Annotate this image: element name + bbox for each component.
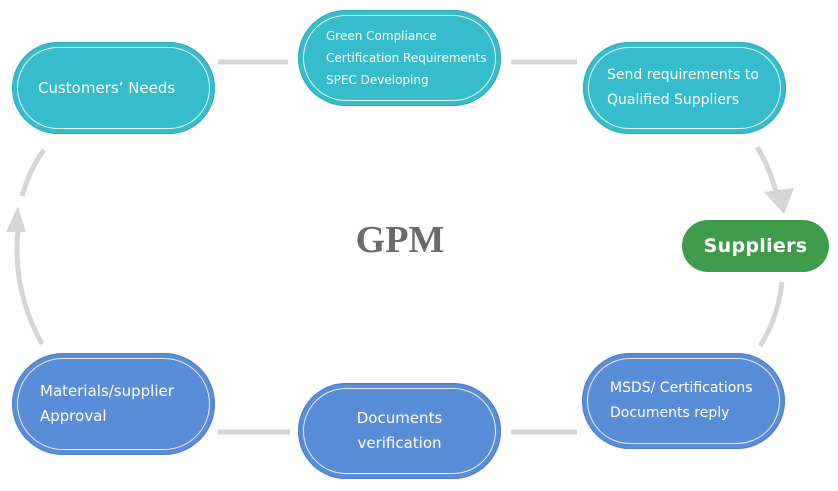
customers-needs-node: Customers’ Needs (12, 42, 215, 134)
green-compliance-node: Green Compliance Certification Requireme… (298, 10, 501, 106)
suppliers-label: Suppliers (703, 235, 808, 257)
send-requirements-node: Send requirements to Qualified Suppliers (583, 42, 786, 134)
connector-send-to-suppliers (754, 145, 779, 193)
arrowhead-to-suppliers (764, 188, 794, 214)
documents-verification-line-1: Documents (356, 409, 443, 427)
green-compliance-line-2: Certification Requirements (326, 51, 487, 65)
msds-line-2: Documents reply (610, 405, 730, 421)
customers-needs-label: Customers’ Needs (38, 79, 176, 97)
documents-verification-line-2: verification (357, 434, 442, 452)
arrowhead-to-customers-leg (6, 206, 26, 232)
send-requirements-line-2: Qualified Suppliers (607, 92, 739, 108)
materials-approval-node: Materials/supplier Approval (12, 353, 215, 455)
msds-line-1: MSDS/ Certifications (610, 380, 753, 396)
gpm-center-label: GPM (355, 219, 445, 261)
connector-suppliers-to-msds (757, 281, 785, 348)
connector-left-upper (19, 148, 46, 197)
suppliers-node: Suppliers (682, 220, 829, 272)
documents-verification-node: Documents verification (298, 383, 501, 479)
materials-approval-line-1: Materials/supplier (40, 382, 174, 400)
green-compliance-line-3: SPEC Developing (326, 73, 429, 87)
connector-materials-to-customers (14, 229, 45, 346)
materials-approval-line-2: Approval (40, 407, 107, 425)
green-compliance-line-1: Green Compliance (326, 29, 437, 43)
msds-node: MSDS/ Certifications Documents reply (582, 353, 785, 449)
send-requirements-line-1: Send requirements to (607, 67, 759, 83)
